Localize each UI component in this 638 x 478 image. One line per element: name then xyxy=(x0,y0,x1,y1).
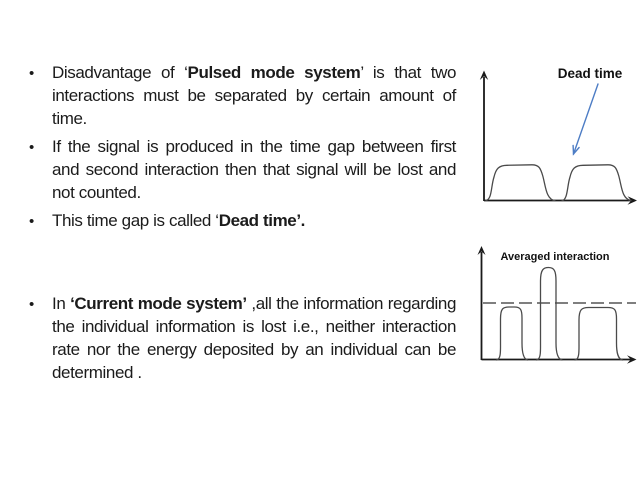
x-axis-arrowhead-icon xyxy=(627,355,637,364)
pulse-3 xyxy=(574,306,624,361)
bullet-item-disadvantage: • Disadvantage of ‘Pulsed mode system’ i… xyxy=(27,61,456,130)
pulse-curves xyxy=(485,164,632,202)
axes xyxy=(480,252,631,361)
y-axis-arrowhead-icon xyxy=(479,70,489,80)
bullet-list-pulsed-mode: • Disadvantage of ‘Pulsed mode system’ i… xyxy=(27,61,457,232)
bullet-marker: • xyxy=(29,139,35,156)
averaged-interaction-diagram: Averaged interaction xyxy=(477,246,637,364)
bullet-item-dead-time: • This time gap is called ‘Dead time’. xyxy=(27,209,456,232)
dead-time-pointer-arrow xyxy=(572,83,599,156)
bullet-marker: • xyxy=(29,296,35,313)
bullet-list-current-mode: • In ‘Current mode system’ ,all the info… xyxy=(27,292,457,384)
pointer-arrowhead-icon xyxy=(572,144,580,156)
averaged-interaction-label: Averaged interaction xyxy=(500,251,609,263)
bullet-item-signal-lost: • If the signal is produced in the time … xyxy=(27,135,456,204)
dead-time-label: Dead time xyxy=(558,66,623,81)
bullet-text: This time gap is called ‘Dead time’. xyxy=(52,211,305,230)
pulse-2 xyxy=(561,164,632,202)
bullet-marker: • xyxy=(29,213,35,230)
x-axis-arrowhead-icon xyxy=(627,196,637,205)
axes xyxy=(483,77,631,202)
bullet-text: Disadvantage of ‘Pulsed mode system’ is … xyxy=(52,63,457,128)
dead-time-diagram: Dead time xyxy=(479,66,637,205)
pulse-curves xyxy=(495,266,624,361)
bullet-marker: • xyxy=(29,65,35,82)
bullet-item-current-mode: • In ‘Current mode system’ ,all the info… xyxy=(27,292,456,384)
bullet-text: If the signal is produced in the time ga… xyxy=(52,137,456,202)
pulse-1 xyxy=(495,306,529,361)
y-axis-arrowhead-icon xyxy=(477,246,486,255)
bullet-text: In ‘Current mode system’ ,all the inform… xyxy=(52,294,457,382)
pulse-1 xyxy=(485,164,556,202)
pulse-2-tall xyxy=(535,266,563,361)
pointer-arrow-shaft xyxy=(572,83,599,155)
